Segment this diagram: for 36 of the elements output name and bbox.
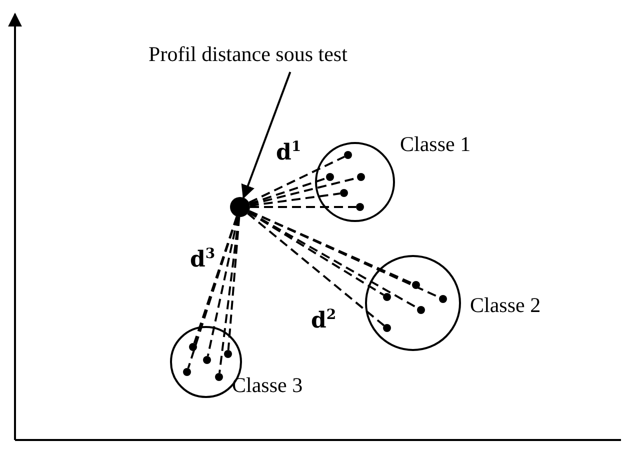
data-point — [357, 173, 365, 181]
data-point — [412, 281, 420, 289]
data-point — [203, 356, 211, 364]
distance-line — [248, 156, 345, 204]
distance-line — [250, 192, 340, 207]
distance-line — [249, 177, 327, 205]
distance-label: d$^{2}$ — [311, 308, 336, 333]
data-point — [344, 151, 352, 159]
distance-line — [250, 206, 356, 208]
distance-line — [247, 212, 385, 326]
data-point — [189, 343, 197, 351]
distance-line — [227, 216, 240, 350]
distance-line — [248, 210, 413, 284]
data-point — [224, 350, 232, 358]
annotation-text: Profil distance sous test — [116, 42, 380, 68]
distance-line — [206, 216, 239, 356]
data-point — [326, 173, 334, 181]
distance-line — [193, 216, 238, 344]
data-point — [183, 368, 191, 376]
data-point — [417, 306, 425, 314]
data-point — [215, 373, 223, 381]
data-point — [383, 324, 391, 332]
class-circle — [365, 255, 461, 351]
arrow — [241, 72, 292, 199]
distance-label: d$^{1}$ — [276, 140, 302, 165]
data-point — [383, 293, 391, 301]
data-point — [356, 203, 364, 211]
distance-line — [187, 216, 238, 368]
test-point — [230, 197, 250, 217]
class-circle — [315, 142, 395, 222]
class-label: Classe 2 — [470, 293, 541, 318]
data-point — [340, 189, 348, 197]
class-label: Classe 1 — [400, 132, 471, 158]
class-label: Classe 3 — [232, 373, 303, 398]
data-point — [439, 295, 447, 303]
distance-label: d$^{3}$ — [190, 247, 216, 272]
